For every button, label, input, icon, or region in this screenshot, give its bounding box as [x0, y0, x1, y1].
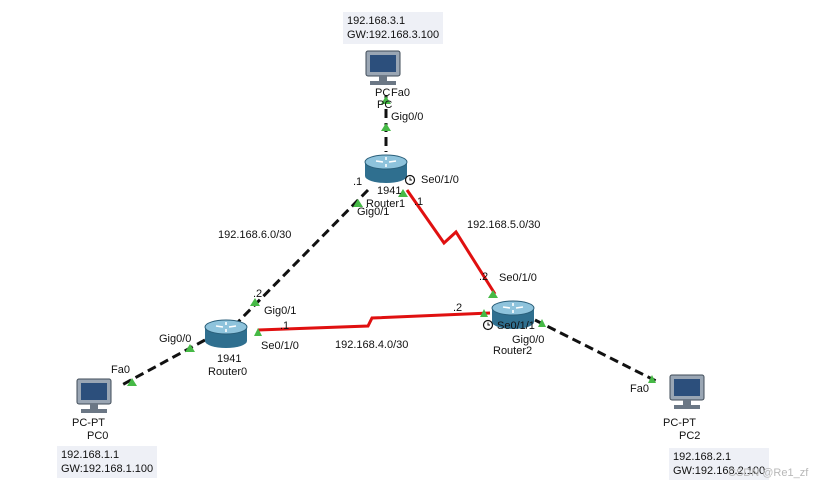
link-router1-router2-serial[interactable] [405, 189, 497, 295]
router1-name: Router1 [366, 198, 406, 210]
pc2-ip: 192.168.2.1 [673, 451, 732, 463]
link-router0-pc0[interactable] [119, 338, 206, 388]
clock-icon [404, 174, 416, 186]
router0-model: 1941 [217, 353, 242, 365]
router2-icon[interactable] [491, 300, 535, 329]
port-up-icon [480, 309, 488, 317]
pc-top-port-label: Fa0 [391, 87, 410, 99]
network-label-6: 192.168.6.0/30 [218, 229, 292, 241]
pc-top-ip: 192.168.3.1 [347, 15, 406, 27]
pc-top-ip-box: 192.168.3.1 GW:192.168.3.100 [343, 12, 444, 44]
link-router0-router2-serial[interactable] [257, 311, 491, 332]
pc2-icon[interactable] [669, 374, 705, 409]
port-up-icon [353, 199, 363, 207]
port-up-icon [185, 344, 195, 352]
port-up-icon [381, 96, 391, 104]
network-label-5: 192.168.5.0/30 [467, 219, 541, 231]
pc2-port-label: Fa0 [630, 383, 649, 395]
watermark: CSDN @Re1_zf [728, 467, 809, 479]
router0-addr-up: .2 [253, 288, 263, 300]
pc0-gateway: GW:192.168.1.100 [61, 463, 154, 475]
port-up-icon [250, 298, 260, 306]
router1-addr-left: .1 [353, 176, 363, 188]
pc0-port-label: Fa0 [111, 364, 130, 376]
pc0-name: PC0 [87, 430, 109, 442]
port-up-icon [648, 375, 656, 383]
router0-gig0-1-label: Gig0/1 [264, 305, 297, 317]
router0-name: Router0 [208, 366, 248, 378]
port-up-icon [127, 378, 137, 386]
port-up-icon [398, 189, 408, 197]
link-router2-pc2[interactable] [534, 318, 661, 385]
pc2-gateway: GW:192.168.2.100 [673, 465, 766, 477]
router2-addr-up: .2 [479, 271, 489, 283]
router2-gig0-0-label: Gig0/0 [512, 334, 545, 346]
router2-se0-1-0-label: Se0/1/0 [499, 272, 537, 284]
clock-icon [482, 319, 494, 331]
router1-gig0-1-label: Gig0/1 [357, 206, 390, 218]
router0-icon[interactable] [204, 319, 248, 348]
pc0-icon[interactable] [76, 378, 112, 413]
router1-se0-1-0-label: Se0/1/0 [421, 174, 459, 186]
router0-addr-right: .1 [280, 320, 290, 332]
pc0-ip: 192.168.1.1 [61, 449, 120, 461]
router2-se0-1-1-label: Se0/1/1 [497, 320, 535, 332]
port-up-icon [254, 328, 262, 336]
pc-top-icon[interactable] [365, 50, 401, 85]
router1-icon[interactable] [364, 154, 408, 183]
link-router1-router0[interactable] [236, 188, 370, 324]
router1-gig0-0-label: Gig0/0 [391, 111, 424, 123]
pc2-name: PC2 [679, 430, 701, 442]
pc2-ip-box: 192.168.2.1 GW:192.168.2.100 [669, 448, 770, 480]
pc0-model: PC-PT [72, 417, 105, 429]
pc2-model: PC-PT [663, 417, 696, 429]
router2-addr-left: .2 [453, 302, 463, 314]
router1-addr-right: .1 [414, 196, 424, 208]
router0-se0-1-0-label: Se0/1/0 [261, 340, 299, 352]
port-up-icon [381, 123, 391, 131]
router2-name: Router2 [493, 345, 533, 357]
pc-top-name: PC [377, 99, 393, 111]
port-up-icon [488, 290, 498, 298]
pc0-ip-box: 192.168.1.1 GW:192.168.1.100 [57, 446, 158, 478]
pc-top-label: PC [375, 87, 391, 99]
pc-top-gateway: GW:192.168.3.100 [347, 29, 440, 41]
router0-gig0-0-label: Gig0/0 [159, 333, 192, 345]
port-up-icon [538, 319, 546, 327]
network-label-4: 192.168.4.0/30 [335, 339, 409, 351]
router1-model: 1941 [377, 185, 402, 197]
